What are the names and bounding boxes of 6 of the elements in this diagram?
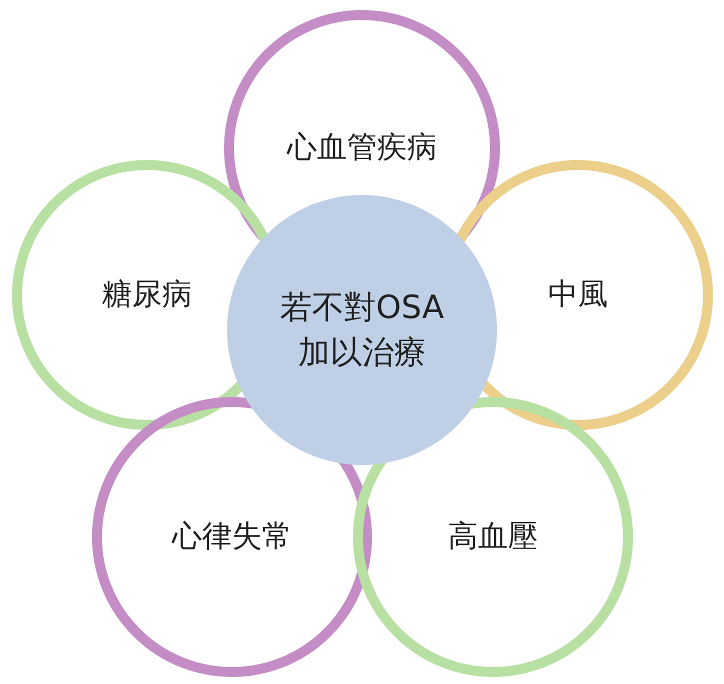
node-label: 高血壓 bbox=[447, 518, 539, 556]
node-label: 中風 bbox=[547, 276, 609, 314]
node-label: 心律失常 bbox=[170, 518, 293, 556]
node-label: 心血管疾病 bbox=[286, 129, 438, 167]
node-label: 糖尿病 bbox=[101, 276, 193, 314]
node-label: 若不對OSA加以治療 bbox=[279, 287, 445, 373]
